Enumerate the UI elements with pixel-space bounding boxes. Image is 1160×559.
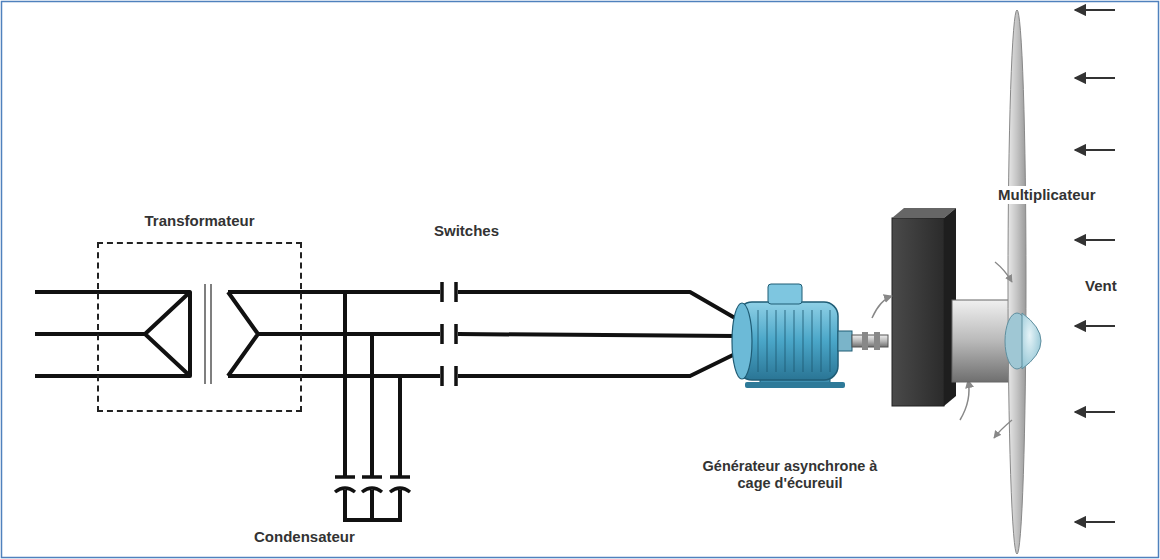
wiring [35, 292, 735, 520]
wind-arrow [1075, 9, 1115, 11]
motor-fin [829, 310, 830, 372]
capacitor-symbol [335, 477, 410, 492]
part-label: Vent [1083, 277, 1119, 295]
wind-arrow [1075, 521, 1115, 523]
transformer-box: Transformateur [97, 212, 302, 408]
motor-fin [802, 310, 803, 372]
part-label: Multiplicateur [996, 186, 1098, 204]
switch-symbol [442, 282, 456, 386]
transformer-core [205, 284, 211, 384]
motor-fin [793, 310, 794, 372]
wind-arrow [1075, 411, 1115, 413]
wind-arrow [1075, 325, 1115, 327]
motor-fin [820, 310, 821, 372]
part-label: Générateur asynchrone à cage d'écureuil [695, 458, 885, 493]
wind-arrow [1075, 149, 1115, 151]
component-label: Transformateur [97, 212, 302, 230]
part-label: Switches [432, 222, 501, 240]
part-label: Condensateur [252, 528, 357, 546]
wind-arrows [1075, 10, 1115, 522]
motor-fin [757, 310, 758, 372]
wind-arrow [1075, 77, 1115, 79]
motor-fin [811, 310, 812, 372]
wind-arrow [1075, 239, 1115, 241]
motor-fin [766, 310, 767, 372]
generator-illustration [732, 284, 888, 388]
motor-fin [775, 310, 776, 372]
motor-fin [784, 310, 785, 372]
dashed-outline [97, 242, 302, 412]
rotor-illustration [952, 10, 1041, 554]
